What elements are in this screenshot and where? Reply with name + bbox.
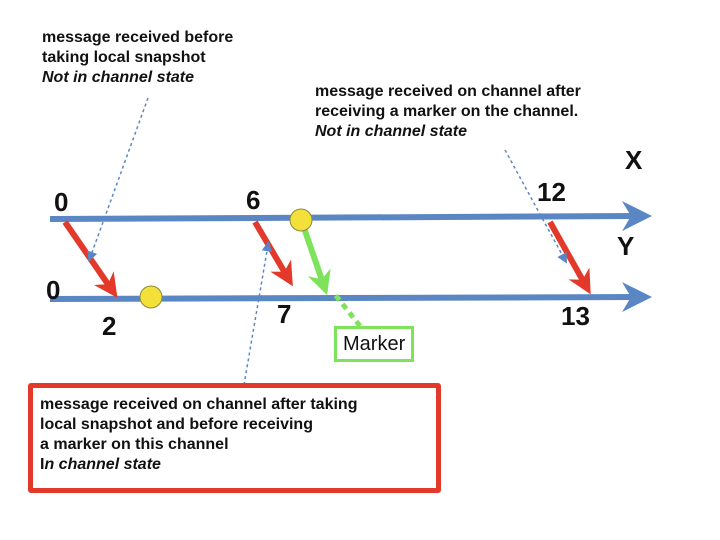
timestamp-x-12: 12 bbox=[537, 177, 566, 207]
annotation-status: Not in channel state bbox=[315, 123, 468, 140]
timestamp-y-13: 13 bbox=[561, 301, 590, 331]
pointer-bottom-box bbox=[243, 240, 273, 386]
timestamp-y-7: 7 bbox=[277, 299, 292, 329]
annotation-line: message received on channel after bbox=[315, 83, 581, 100]
annotation-status-rest: n channel state bbox=[44, 456, 161, 473]
snapshot-dot-x bbox=[289, 208, 313, 232]
annotation-line: message received on channel after taking bbox=[40, 396, 358, 413]
message-arrow-6-7 bbox=[252, 220, 293, 287]
message-arrow-0-2 bbox=[62, 220, 118, 298]
marker-label-box: Marker bbox=[334, 326, 415, 362]
timeline-x bbox=[49, 201, 652, 232]
marker-label: Marker bbox=[343, 333, 406, 355]
timestamp-y-0: 0 bbox=[46, 275, 61, 305]
timestamp-x-0: 0 bbox=[54, 187, 69, 217]
message-arrow-12-13 bbox=[547, 220, 591, 295]
marker-arrow bbox=[300, 224, 331, 296]
marker-label-pointer bbox=[331, 290, 362, 328]
annotation-after-marker: message received on channel after receiv… bbox=[315, 82, 581, 142]
pointer-top-left bbox=[87, 97, 149, 262]
snapshot-dot-y bbox=[139, 285, 163, 309]
annotation-line: receiving a marker on the channel. bbox=[315, 103, 579, 120]
annotation-line: message received before bbox=[42, 29, 234, 46]
annotation-status: In channel state bbox=[40, 455, 357, 475]
pointer-top-right bbox=[504, 149, 568, 264]
timeline-y bbox=[49, 282, 652, 313]
annotation-status: Not in channel state bbox=[42, 69, 195, 86]
timestamp-x-6: 6 bbox=[246, 185, 261, 215]
annotation-in-channel-state: message received on channel after taking… bbox=[40, 395, 357, 475]
annotation-line: local snapshot and before receiving bbox=[40, 416, 313, 433]
annotation-line: taking local snapshot bbox=[42, 49, 206, 66]
process-label-y: Y bbox=[617, 231, 635, 261]
channel-state-box bbox=[28, 383, 441, 493]
timestamp-y-2: 2 bbox=[102, 311, 117, 341]
process-label-x: X bbox=[625, 145, 643, 175]
annotation-before-snapshot: message received before taking local sna… bbox=[42, 28, 233, 88]
annotation-status-prefix: I bbox=[40, 456, 45, 473]
annotation-line: a marker on this channel bbox=[40, 436, 229, 453]
